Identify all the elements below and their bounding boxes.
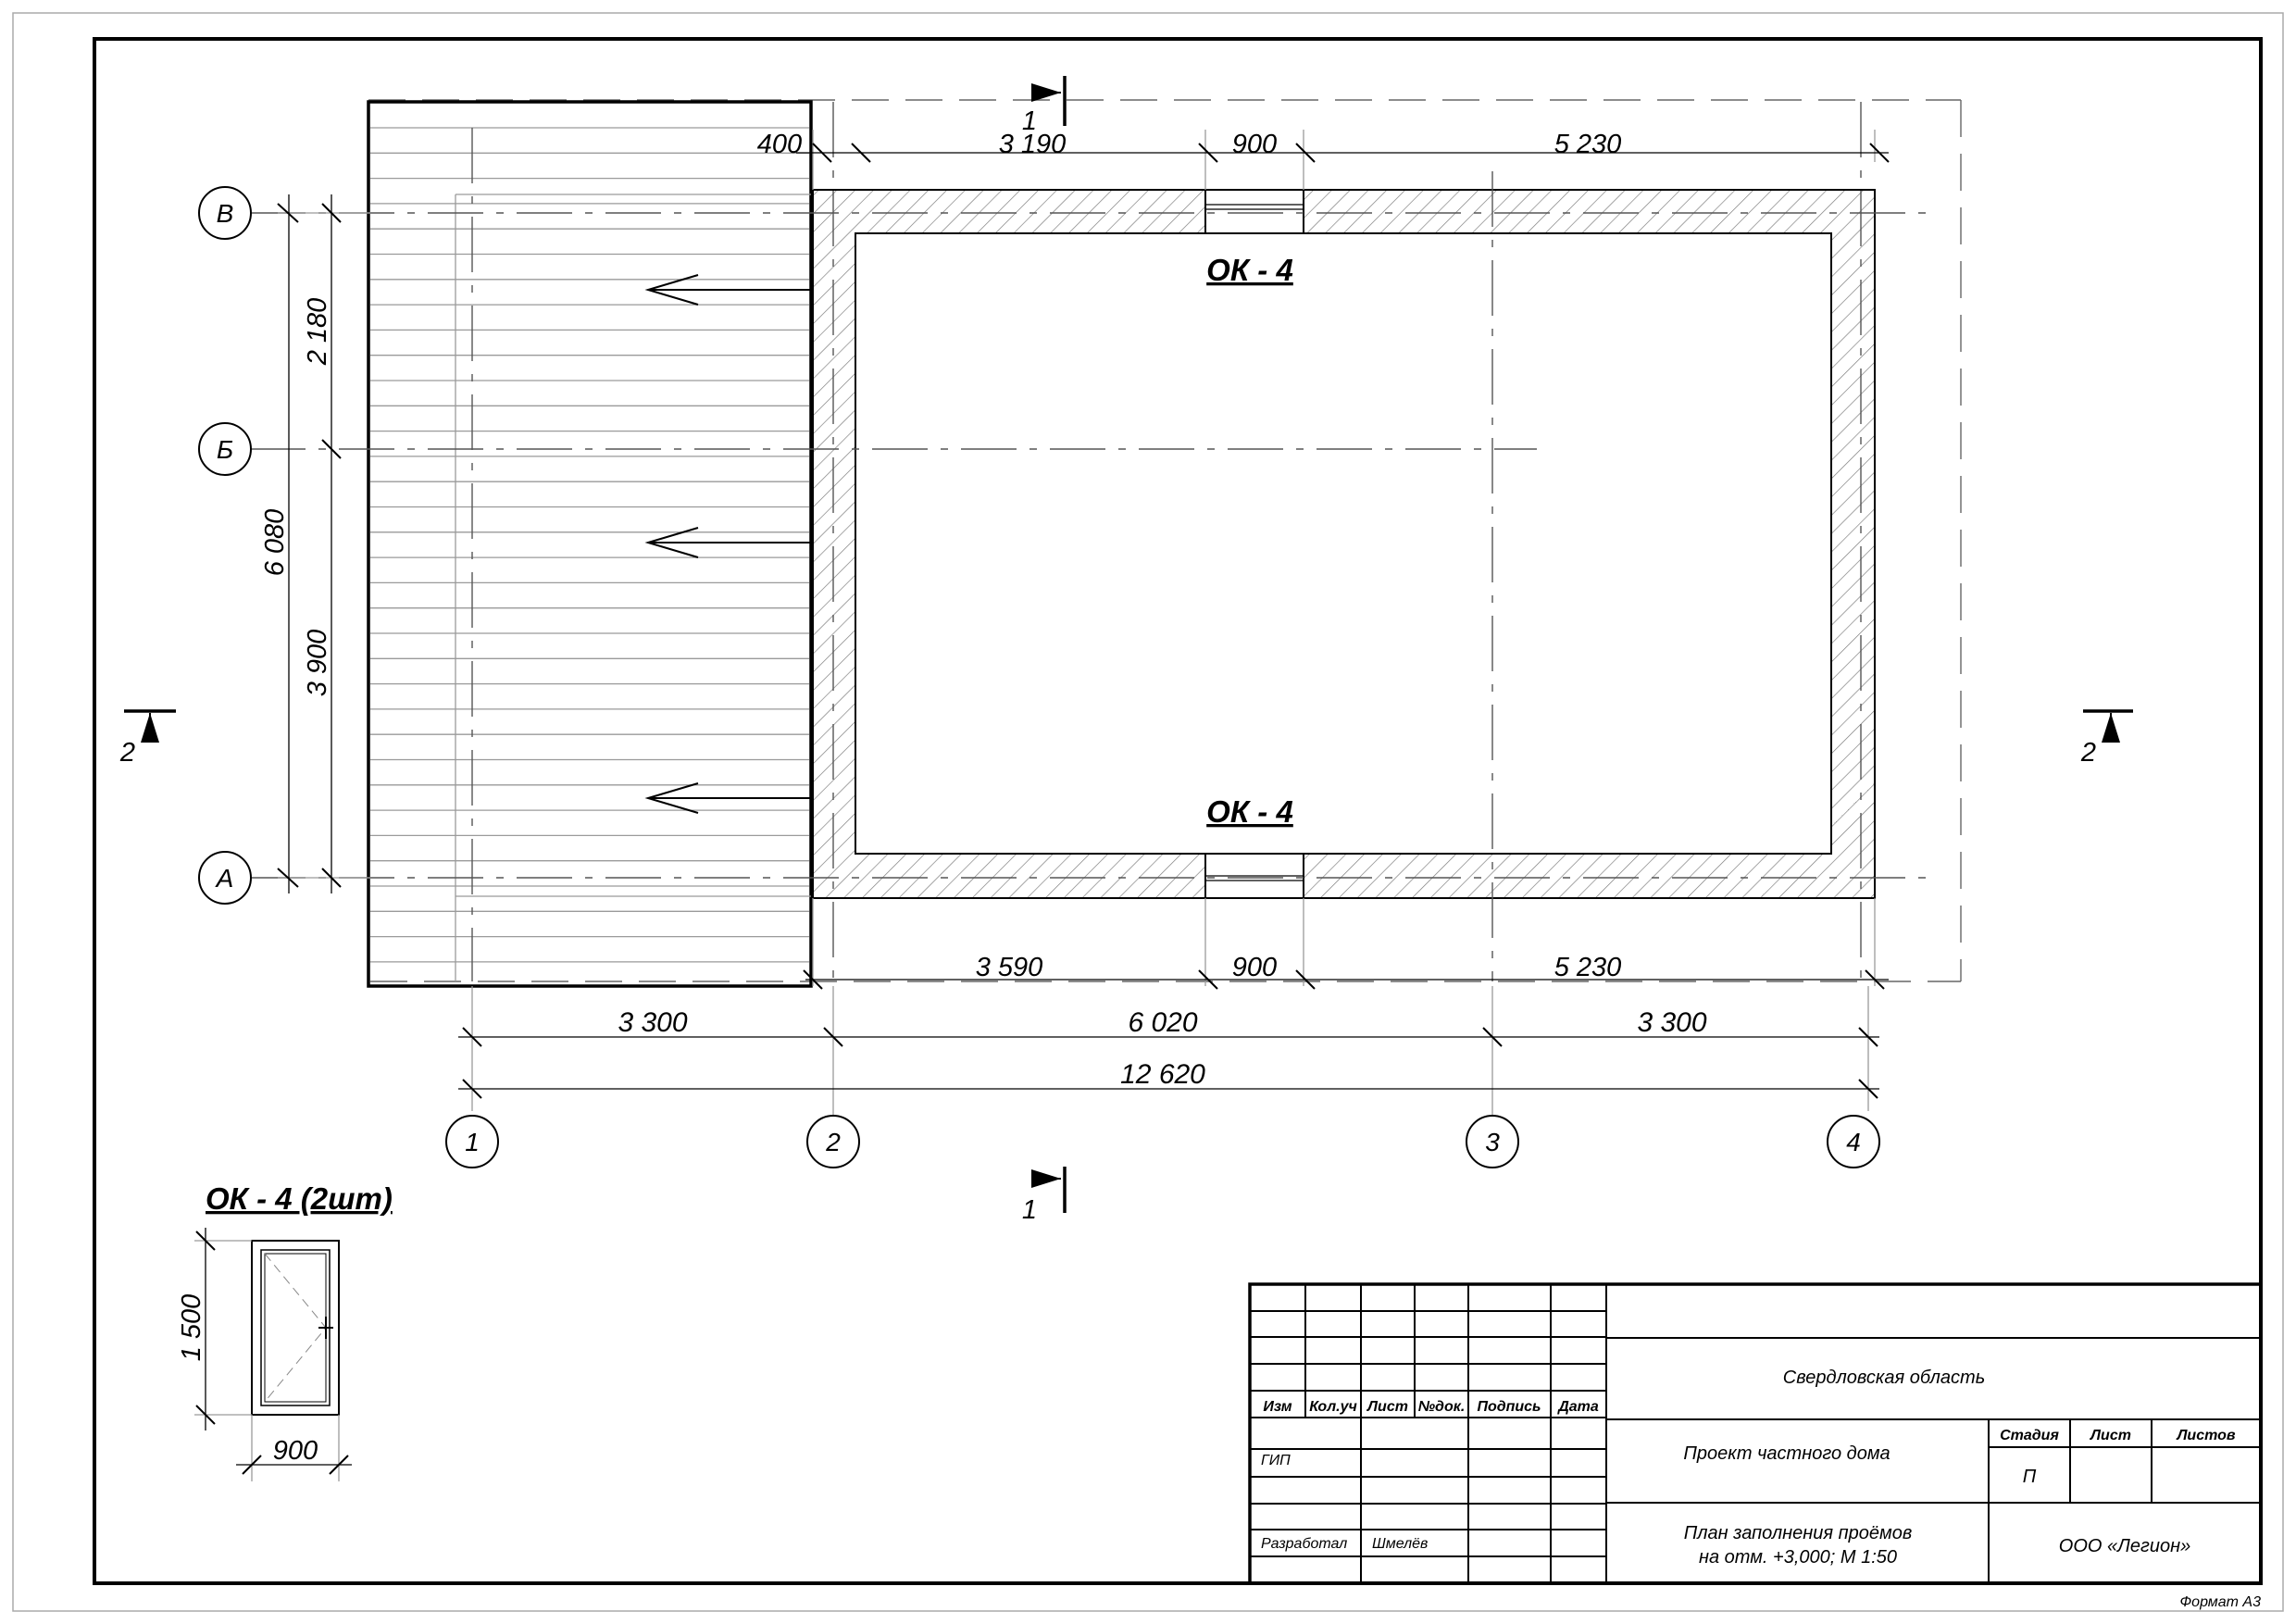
axis-label-b: Б	[217, 435, 233, 464]
dim-bottom-inner-0: 3 590	[976, 953, 1043, 982]
window-schedule-title: ОК - 4 (2шт)	[206, 1181, 393, 1216]
axis-bubbles	[198, 186, 1880, 1168]
window-label-top: ОК - 4	[1206, 253, 1293, 287]
window-width: 900	[273, 1436, 318, 1466]
axis-label-a: А	[215, 864, 234, 893]
format-label: Формат А3	[2179, 1594, 2261, 1610]
section-label-1-bottom: 1	[1022, 1195, 1037, 1225]
col-header-izm: Изм	[1263, 1399, 1292, 1415]
dim-top-1: 3 190	[999, 130, 1067, 159]
dimension-chain-left	[277, 194, 342, 893]
sheet-title-line2: на отм. +3,000; М 1:50	[1699, 1547, 1897, 1568]
col-header-kol-uch: Кол.уч	[1309, 1399, 1357, 1415]
dimension-chain-bottom-axes	[458, 1027, 1879, 1047]
section-label-2-left: 2	[119, 738, 135, 768]
col-header-date: Дата	[1556, 1399, 1599, 1415]
stage-value: П	[2023, 1467, 2037, 1487]
window-opening-top	[1204, 189, 1304, 234]
walls	[812, 189, 1876, 899]
dim-bottom-inner-1: 900	[1232, 953, 1277, 982]
drawing-frame	[93, 37, 2263, 1585]
window-label-bottom: ОК - 4	[1206, 794, 1293, 829]
section-label-2-right: 2	[2080, 738, 2096, 768]
dim-top-2: 900	[1232, 130, 1277, 159]
dim-total-width: 6 080	[260, 509, 290, 577]
dim-axes-0: 3 300	[618, 1007, 687, 1038]
dimension-chain-top	[796, 143, 1890, 163]
section-mark-2-right	[2083, 709, 2133, 743]
section-mark-1-bottom	[1031, 1167, 1067, 1213]
company-name: ООО «Легион»	[2059, 1536, 2190, 1556]
title-block	[1248, 1282, 2263, 1585]
col-header-list: Лист	[1366, 1399, 1408, 1415]
dim-top-3: 5 230	[1554, 130, 1622, 159]
role-gip: ГИП	[1261, 1453, 1291, 1468]
axis-label-3: 3	[1485, 1128, 1500, 1156]
sheet-title-line1: План заполнения проёмов	[1684, 1523, 1913, 1543]
dim-bottom-inner-2: 5 230	[1554, 953, 1622, 982]
axis-lines	[250, 102, 1926, 981]
outer-trim-frame	[12, 12, 2284, 1612]
slope-arrows	[644, 274, 811, 814]
dim-left-0: 2 180	[303, 298, 332, 367]
dimension-chain-bottom-inner	[803, 969, 1889, 990]
sheets-header: Листов	[2176, 1428, 2235, 1443]
axis-label-1: 1	[465, 1128, 480, 1156]
col-header-signature: Подпись	[1477, 1399, 1541, 1415]
window-height-dimension	[194, 1228, 252, 1430]
region: Свердловская область	[1783, 1368, 1985, 1388]
dim-left-1: 3 900	[303, 630, 332, 697]
project-name: Проект частного дома	[1683, 1443, 1890, 1464]
extension-lines	[278, 130, 1876, 1120]
axis-label-v: В	[217, 199, 234, 228]
dim-axes-1: 6 020	[1128, 1007, 1197, 1038]
axis-label-2: 2	[825, 1128, 841, 1156]
window-opening-bottom	[1204, 853, 1304, 899]
section-mark-1-top	[1031, 76, 1067, 126]
window-elevation	[251, 1240, 340, 1416]
overhang-outline	[368, 99, 1962, 982]
terrace-deck	[367, 100, 813, 988]
axis-label-4: 4	[1846, 1128, 1861, 1156]
col-header-doc: №док.	[1418, 1399, 1466, 1415]
dim-top-0: 400	[757, 130, 802, 159]
section-label-1-top: 1	[1022, 106, 1037, 136]
sheet-header: Лист	[2090, 1428, 2131, 1443]
window-height: 1 500	[177, 1294, 206, 1362]
dimension-total-length	[458, 1079, 1879, 1099]
role-developer: Разработал	[1261, 1536, 1347, 1552]
developer-name: Шмелёв	[1372, 1536, 1428, 1552]
stage-header: Стадия	[2000, 1428, 2059, 1443]
section-mark-2-left	[124, 709, 176, 743]
window-width-dimension	[236, 1415, 352, 1481]
dim-axes-2: 3 300	[1637, 1007, 1706, 1038]
dim-total-length: 12 620	[1120, 1059, 1205, 1090]
